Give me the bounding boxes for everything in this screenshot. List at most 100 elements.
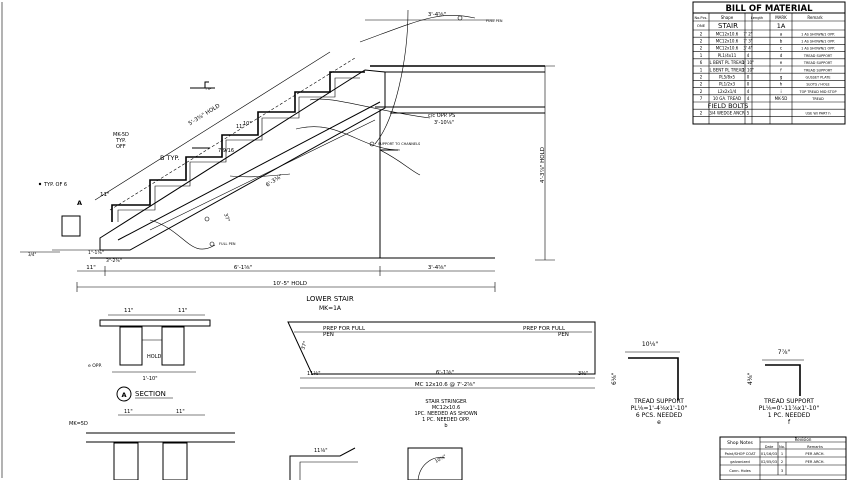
- section-dim-11a: 11": [124, 308, 134, 314]
- bom-row-cell: GUSSET PLATE: [806, 76, 831, 80]
- bom-row-cell: L BENT PL TREAD: [710, 67, 745, 72]
- shop-notes-cell: galvanized: [730, 460, 749, 464]
- shop-notes-cell: 02/05/03: [761, 460, 777, 464]
- note-typ-of-6: TYP. OF 6: [43, 182, 67, 188]
- note-support-channels: SUPPORT TO CHANNELS: [378, 142, 421, 146]
- section-bubble: A: [121, 391, 126, 399]
- bom-row-cell: 2: [700, 39, 703, 44]
- bom-row-cell: 1 AS SHOWN/1 OPP.: [801, 32, 835, 36]
- tread-f-mark: f: [788, 419, 791, 426]
- tread-support-e: 10⅛" 6⅛" TREAD SUPPORT PL⅛=1'-4⅛x1'-10" …: [611, 341, 688, 426]
- bom-bolt-row-cell: 5: [747, 111, 750, 116]
- bom-bolt-row-cell: 3/4 WEDGE ANCR: [709, 111, 745, 116]
- bom-row-cell: 1: [700, 67, 703, 72]
- tread-support-f: 7⅞" 4⅜" TREAD SUPPORT PL⅛=0'-11⅞x1'-10" …: [747, 349, 819, 426]
- revision-title: Revision: [795, 437, 812, 442]
- stringer-angle: 37°: [300, 340, 309, 351]
- bom-row-cell: 3' 4": [743, 46, 752, 51]
- base-dim-1: 1"-1⅜": [88, 250, 104, 256]
- tread-f-title: TREAD SUPPORT: [763, 398, 814, 405]
- col-no: No.: [779, 445, 785, 449]
- mark-a-label: A: [77, 199, 82, 207]
- bom-row-cell: g: [780, 75, 783, 80]
- bottom-partial-details: 11⅛" 10⅛": [289, 447, 463, 480]
- bom-header-mark: MARK: [775, 15, 787, 20]
- bom-row-cell: 4: [747, 53, 750, 58]
- bom-row-cell: 7' 3": [743, 39, 752, 44]
- note-full-pen: FULL PEN: [219, 242, 236, 246]
- bom-row-cell: 1: [700, 53, 703, 58]
- bom-field-bolts: FIELD BOLTS: [708, 102, 749, 110]
- shop-notes-cell: 01/16/03: [761, 452, 777, 456]
- bom-row-cell: MC12x10.6: [716, 39, 739, 44]
- bom-row-cell: b: [780, 39, 783, 44]
- tread-f-dim-side: 4⅜": [747, 372, 754, 385]
- col-remarks: Remarks: [807, 445, 823, 449]
- bom-row-cell: PL1/4x11: [718, 53, 737, 58]
- dim-bottom-right: 3'-4⅝": [428, 265, 446, 271]
- bill-of-material: BILL OF MATERIAL No.Pcs. Shape Length MA…: [692, 1, 846, 125]
- tread-e-qty: 6 PCS. NEEDED: [636, 412, 683, 419]
- shop-notes-title: Shop Notes: [727, 440, 753, 446]
- bom-row-cell: h: [780, 82, 783, 87]
- lower-stair-mark: MK=1A: [319, 305, 342, 312]
- section2-dim-b: 11": [176, 409, 185, 415]
- bom-row-cell: TREAD: [811, 97, 824, 101]
- bom-row-cell: 4: [747, 89, 750, 94]
- stringer-dim-overall: MC 12x10.6 @ 7'-2⅝": [415, 382, 475, 388]
- bom-header-length: Length: [751, 16, 763, 20]
- note-3-10: 3'-10⅛": [434, 120, 454, 126]
- bom-row-cell: 0: [747, 82, 750, 87]
- bom-row-cell: PL1/2x3: [719, 82, 735, 87]
- tread-f-dim-top: 7⅞": [778, 349, 791, 356]
- bom-row-cell: MK-5D: [775, 96, 788, 101]
- tread-e-title: TREAD SUPPORT: [633, 398, 684, 405]
- bom-bolt-row-cell: 2: [700, 111, 703, 116]
- tread-e-dim-side: 6⅛": [611, 372, 618, 385]
- stringer-spec: MC12x10.6: [432, 405, 460, 411]
- angle-37: 37°: [222, 213, 231, 224]
- note-cc-opp: c/c OPP. PS: [428, 113, 455, 119]
- bom-header-pcs: No.Pcs.: [694, 16, 707, 20]
- bom-row-cell: f: [780, 67, 782, 72]
- note-typ: TYP: [204, 87, 211, 91]
- section-mk5d: MK=5D: [69, 421, 88, 427]
- bom-row-cell: a: [780, 31, 783, 36]
- bom-section-stair: STAIR: [718, 22, 738, 30]
- dim-left-11: 11": [100, 192, 110, 198]
- bom-section-mark: 1A: [777, 22, 786, 30]
- shop-notes-cell: 1: [781, 452, 783, 456]
- bom-row-cell: i: [780, 89, 781, 94]
- bom-row-cell: 6: [700, 60, 703, 65]
- bom-title: BILL OF MATERIAL: [725, 4, 813, 14]
- shop-notes-cell: PER ARCH.: [805, 452, 824, 456]
- bom-row-cell: MC12x10.6: [716, 46, 739, 51]
- shop-notes-cell: 3: [781, 469, 783, 473]
- bom-row-cell: 7' 2": [743, 31, 752, 36]
- stringer-dim-right: 3⅜": [578, 371, 588, 377]
- bom-row-cell: SLOTS / HOLE: [806, 83, 829, 87]
- dim-10: 10": [243, 121, 252, 127]
- section-dim-11b: 11": [178, 308, 188, 314]
- lower-stair-caption: LOWER STAIR: [306, 295, 354, 303]
- tread-e-mark: e: [657, 419, 661, 426]
- bottom-dim-b: 10⅛": [434, 453, 448, 464]
- stringer-note2: 1 PC. NEEDED OPP.: [422, 417, 470, 423]
- tread-f-spec: PL⅛=0'-11⅞x1'-10": [759, 405, 820, 412]
- shop-notes-cell: Conn. Holes: [729, 469, 751, 473]
- stringer-dim-left: 11⅛": [307, 371, 321, 377]
- stringer-note1: 1PC. NEEDED AS SHOWN: [414, 411, 477, 417]
- stringer-mark: b: [444, 423, 447, 429]
- section-e-opp: e OPP.: [88, 363, 102, 369]
- shop-notes-block: Shop Notes Revision Date No. Remarks Pai…: [719, 436, 847, 480]
- bom-row-cell: TOP TREAD MID STOP: [799, 90, 837, 94]
- bom-row-cell: TREAD SUPPORT: [803, 68, 833, 72]
- bom-row-cell: c: [780, 46, 782, 51]
- dim-11-inner: 11": [236, 124, 245, 130]
- shop-notes-cell: PER ARCH.: [805, 460, 824, 464]
- section-hold: HOLD: [147, 354, 161, 360]
